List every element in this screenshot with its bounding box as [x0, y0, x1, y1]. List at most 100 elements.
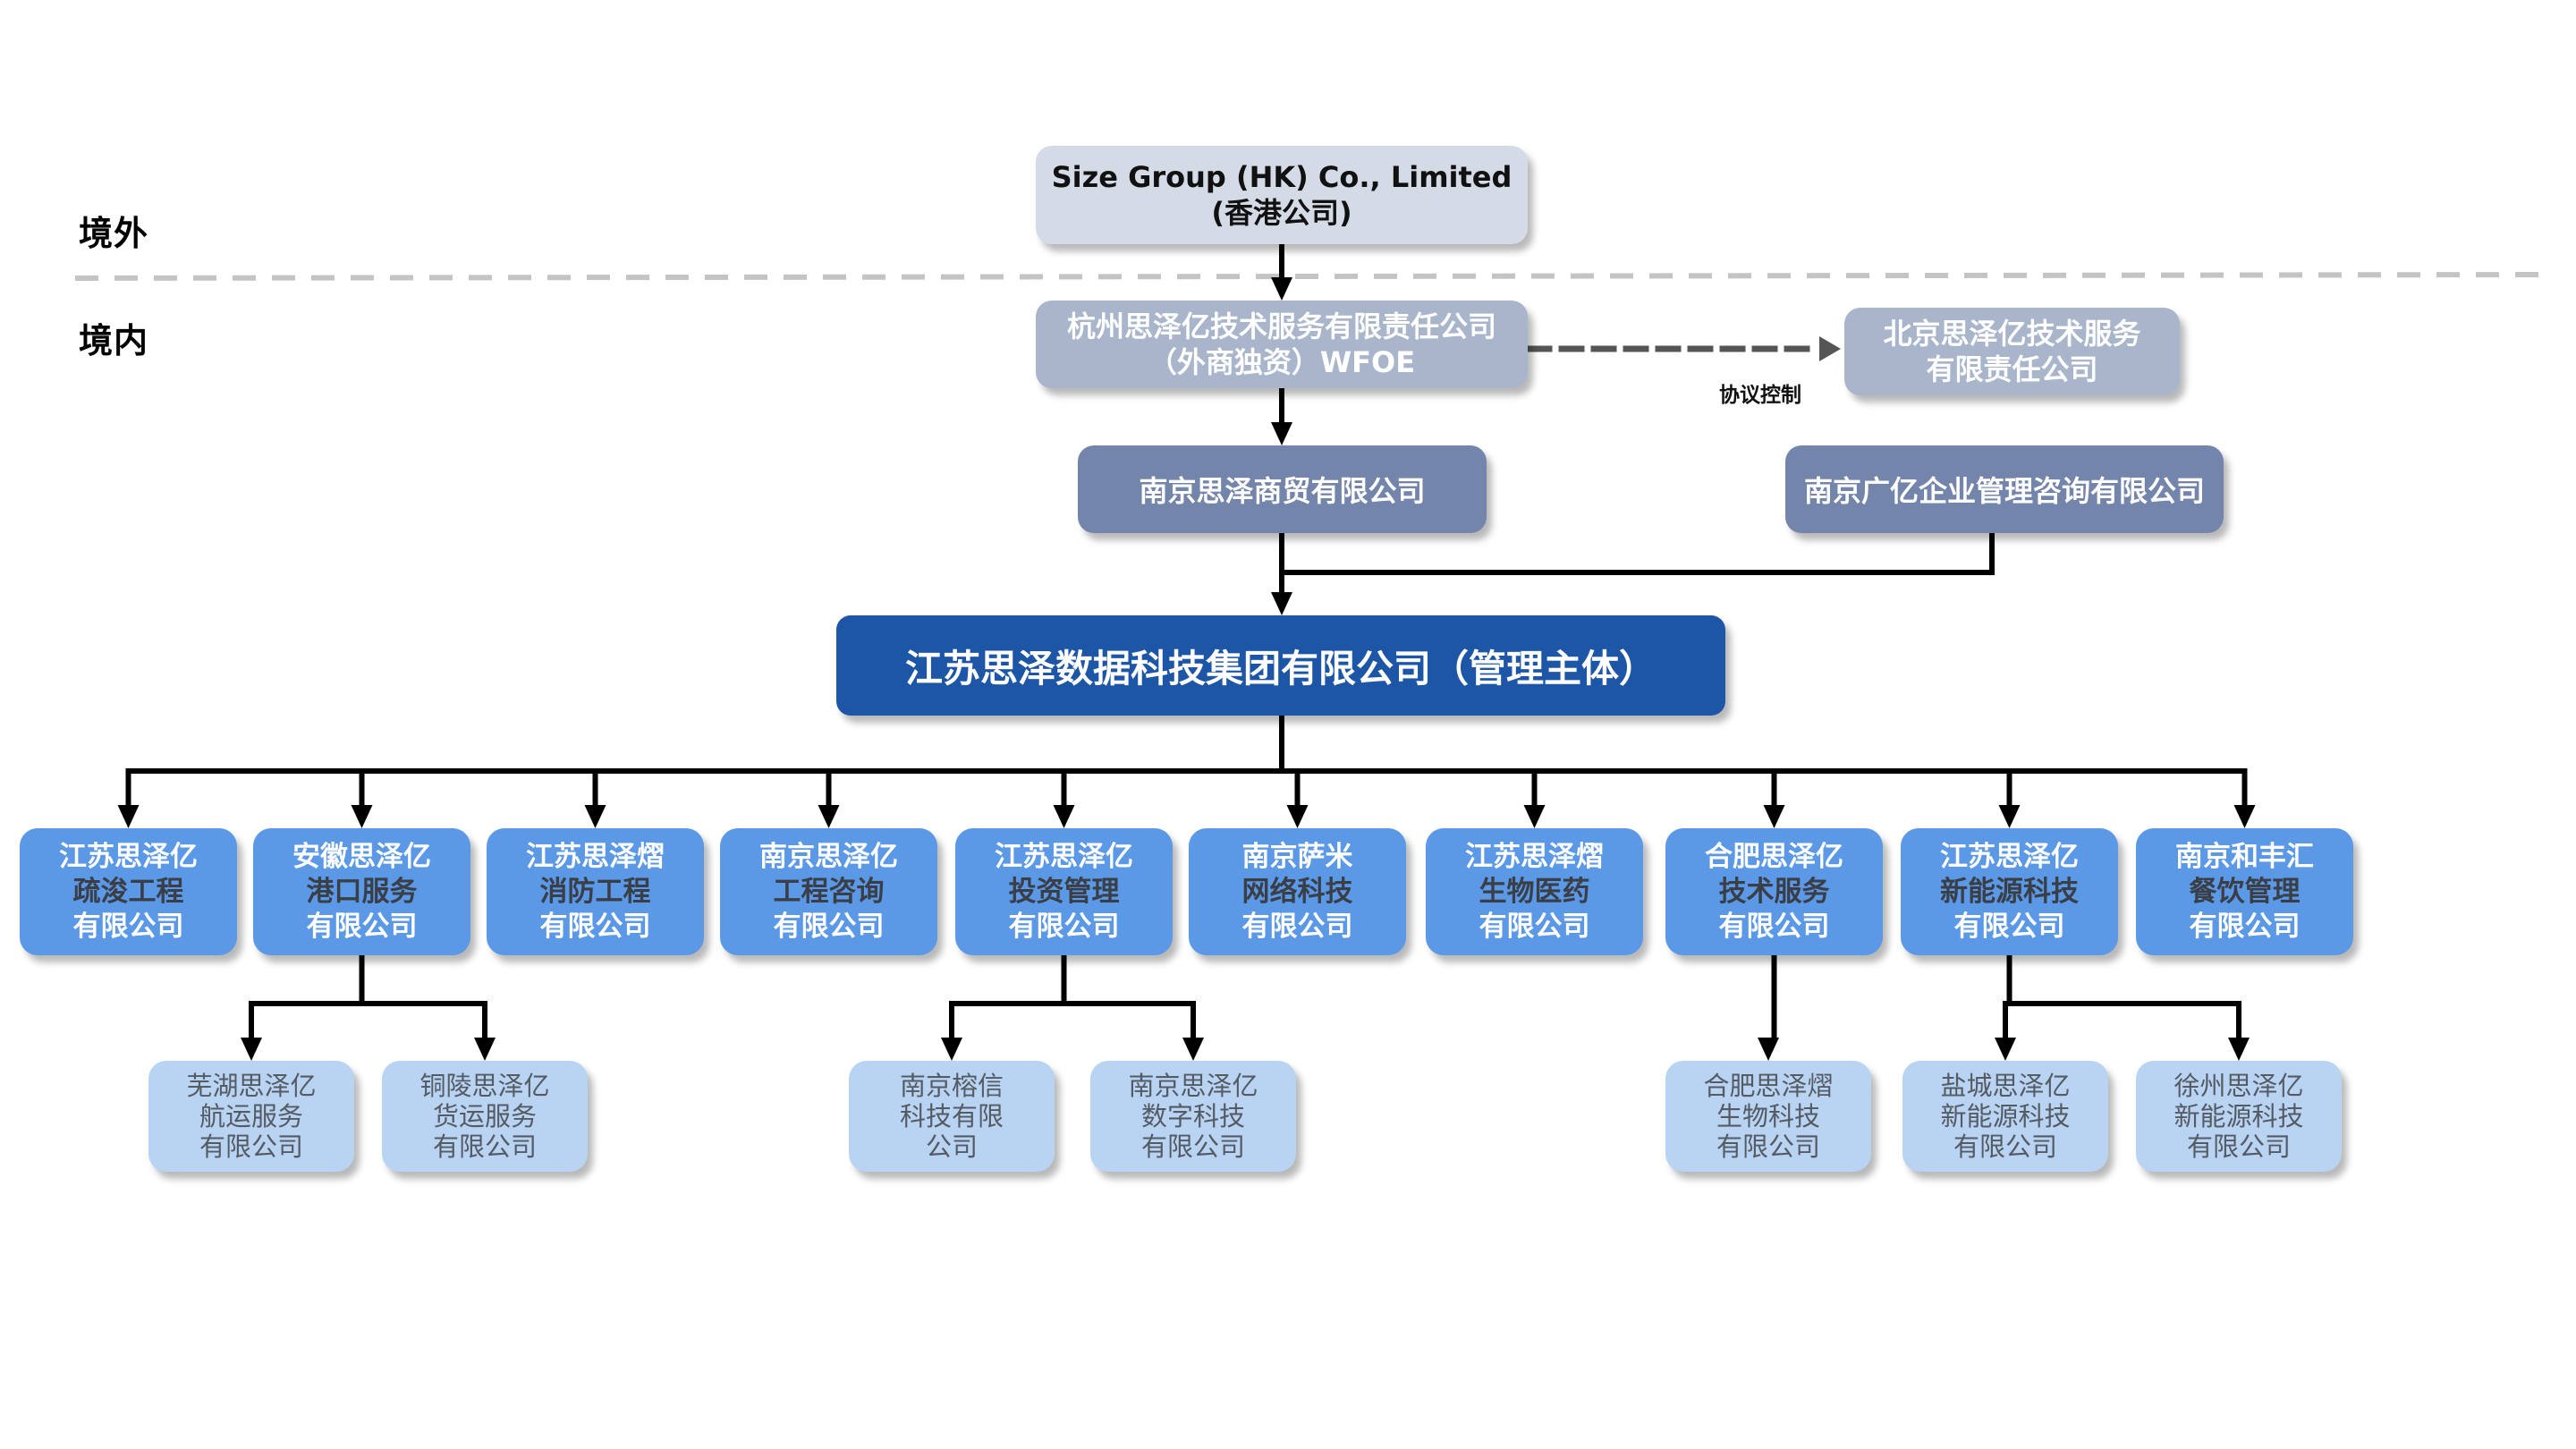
- subsidiary-box[interactable]: 合肥思泽亿技术服务有限公司: [1665, 828, 1883, 955]
- arrow-down-icon: [2233, 805, 2256, 828]
- subsidiary-box-line2: 技术服务: [1718, 875, 1830, 908]
- arrow-down-icon: [1271, 592, 1292, 615]
- subsidiary-box-line1: 安徽思泽亿: [292, 840, 431, 873]
- second-tier-box-line1: 铜陵思泽亿: [419, 1071, 550, 1101]
- subsidiary-box-line2: 投资管理: [1008, 875, 1120, 908]
- wfoe-name: 杭州思泽亿技术服务有限责任公司: [1066, 309, 1496, 343]
- arrow-down-icon: [351, 805, 373, 828]
- second-tier-box-line3: 有限公司: [1953, 1131, 2057, 1162]
- subsidiary-box-line2: 生物医药: [1479, 875, 1590, 908]
- second-tier-box-line3: 有限公司: [1716, 1131, 1820, 1162]
- second-tier-box-line1: 盐城思泽亿: [1940, 1071, 2071, 1101]
- second-tier-box-line3: 公司: [925, 1131, 978, 1162]
- second-tier-box[interactable]: 徐州思泽亿新能源科技有限公司: [2136, 1061, 2342, 1172]
- hk-company-box[interactable]: Size Group (HK) Co., Limited (香港公司): [1036, 146, 1528, 244]
- second-tier-box[interactable]: 盐城思泽亿新能源科技有限公司: [1902, 1061, 2108, 1172]
- second-tier-box-line1: 合肥思泽熠: [1703, 1071, 1834, 1101]
- arrow-down-icon: [1053, 805, 1075, 828]
- subsidiary-box[interactable]: 江苏思泽熠生物医药有限公司: [1426, 828, 1643, 955]
- subsidiary-box-line2: 疏浚工程: [72, 875, 184, 908]
- subsidiary-box-line1: 江苏思泽熠: [526, 840, 665, 873]
- subsidiary-box-line3: 有限公司: [1241, 910, 1353, 943]
- second-tier-box[interactable]: 铜陵思泽亿货运服务有限公司: [382, 1061, 588, 1172]
- arrow-down-icon: [818, 805, 840, 828]
- second-tier-box-line2: 科技有限: [899, 1101, 1004, 1131]
- subsidiary-box-line1: 合肥思泽亿: [1705, 840, 1843, 873]
- shareholder-name: 南京广亿企业管理咨询有限公司: [1803, 474, 2205, 508]
- hk-company-note: (香港公司): [1211, 196, 1352, 230]
- second-tier-box-line2: 货运服务: [432, 1101, 537, 1131]
- subsidiary-box[interactable]: 南京思泽亿工程咨询有限公司: [720, 828, 937, 955]
- group-entity-box[interactable]: 江苏思泽数据科技集团有限公司（管理主体）: [836, 615, 1725, 716]
- subsidiary-box-line3: 有限公司: [72, 910, 184, 943]
- subsidiary-box-line1: 南京思泽亿: [759, 840, 898, 873]
- subsidiary-box-line3: 有限公司: [539, 910, 651, 943]
- arrow-down-icon: [474, 1038, 496, 1061]
- subsidiary-box[interactable]: 江苏思泽亿疏浚工程有限公司: [20, 828, 237, 955]
- second-tier-box-line3: 有限公司: [2186, 1131, 2291, 1162]
- subsidiary-box[interactable]: 江苏思泽亿新能源科技有限公司: [1901, 828, 2118, 955]
- arrow-down-icon: [1182, 1038, 1204, 1061]
- second-tier-box[interactable]: 南京榕信科技有限公司: [849, 1061, 1055, 1172]
- beijing-vie-line1: 北京思泽亿技术服务: [1883, 317, 2141, 351]
- arrow-down-icon: [1998, 805, 2021, 828]
- second-tier-box[interactable]: 南京思泽亿数字科技有限公司: [1090, 1061, 1296, 1172]
- beijing-vie-box[interactable]: 北京思泽亿技术服务 有限责任公司: [1844, 308, 2180, 395]
- shareholder-box-shangmao[interactable]: 南京思泽商贸有限公司: [1078, 445, 1487, 533]
- subsidiary-box-line2: 工程咨询: [773, 875, 885, 908]
- subsidiary-box-line3: 有限公司: [1953, 910, 2065, 943]
- arrow-down-icon: [1286, 805, 1309, 828]
- subsidiary-box-line1: 南京萨米: [1241, 840, 1353, 873]
- arrow-down-icon: [117, 805, 140, 828]
- hk-company-name: Size Group (HK) Co., Limited: [1051, 160, 1513, 194]
- subsidiary-box-line1: 江苏思泽熠: [1465, 840, 1604, 873]
- beijing-vie-line2: 有限责任公司: [1926, 352, 2098, 386]
- zone-label-overseas: 境外: [79, 214, 149, 253]
- subsidiary-box[interactable]: 安徽思泽亿港口服务有限公司: [253, 828, 470, 955]
- subsidiary-box-line2: 港口服务: [306, 875, 418, 908]
- arrow-down-icon: [1523, 805, 1546, 828]
- subsidiary-box-line2: 网络科技: [1241, 875, 1353, 908]
- second-tier-box[interactable]: 合肥思泽熠生物科技有限公司: [1665, 1061, 1871, 1172]
- second-tier-box-line2: 新能源科技: [1940, 1101, 2071, 1131]
- second-tier-box-line3: 有限公司: [1140, 1131, 1245, 1162]
- second-tier-box-line1: 南京思泽亿: [1128, 1071, 1258, 1101]
- wfoe-box[interactable]: 杭州思泽亿技术服务有限责任公司 （外商独资）WFOE: [1036, 301, 1528, 388]
- arrow-down-icon: [1763, 805, 1785, 828]
- arrow-down-icon: [1271, 422, 1292, 445]
- connectors: [117, 242, 2256, 1061]
- subsidiary-box-line3: 有限公司: [1479, 910, 1590, 943]
- arrow-down-icon: [2228, 1038, 2250, 1061]
- subsidiary-box[interactable]: 南京萨米网络科技有限公司: [1189, 828, 1406, 955]
- second-tier-box-line3: 有限公司: [432, 1131, 537, 1162]
- arrow-down-icon: [1995, 1038, 2016, 1061]
- arrow-right-icon: [1819, 336, 1841, 361]
- second-tier-box-line1: 徐州思泽亿: [2174, 1071, 2304, 1101]
- subsidiary-box-line1: 江苏思泽亿: [1940, 840, 2079, 873]
- subsidiary-box-line1: 江苏思泽亿: [59, 840, 198, 873]
- subsidiary-box-line3: 有限公司: [306, 910, 418, 943]
- second-tier-box-line2: 数字科技: [1140, 1101, 1245, 1131]
- subsidiary-box-line3: 有限公司: [1008, 910, 1120, 943]
- subsidiary-box[interactable]: 南京和丰汇餐饮管理有限公司: [2136, 828, 2353, 955]
- subsidiary-box[interactable]: 江苏思泽熠消防工程有限公司: [487, 828, 704, 955]
- subsidiary-box-line3: 有限公司: [773, 910, 885, 943]
- subsidiary-box-line1: 南京和丰汇: [2175, 840, 2314, 873]
- arrow-down-icon: [1758, 1038, 1779, 1061]
- arrow-down-icon: [941, 1038, 962, 1061]
- agreement-control-label: 协议控制: [1719, 384, 1801, 407]
- shareholder-box-guangyi[interactable]: 南京广亿企业管理咨询有限公司: [1785, 445, 2224, 533]
- subsidiary-box[interactable]: 江苏思泽亿投资管理有限公司: [955, 828, 1173, 955]
- subsidiary-box-line3: 有限公司: [2189, 910, 2301, 943]
- arrow-down-icon: [241, 1038, 262, 1061]
- second-tier-box-line1: 芜湖思泽亿: [186, 1071, 317, 1101]
- second-tier-box-line2: 新能源科技: [2174, 1101, 2304, 1131]
- subsidiary-box-line2: 消防工程: [539, 875, 651, 908]
- zone-label-domestic: 境内: [79, 321, 149, 360]
- subsidiary-box-line2: 餐饮管理: [2189, 875, 2301, 908]
- second-tier-box[interactable]: 芜湖思泽亿航运服务有限公司: [148, 1061, 354, 1172]
- subsidiary-box-line2: 新能源科技: [1940, 875, 2079, 908]
- border-dashed-line: [74, 272, 2552, 281]
